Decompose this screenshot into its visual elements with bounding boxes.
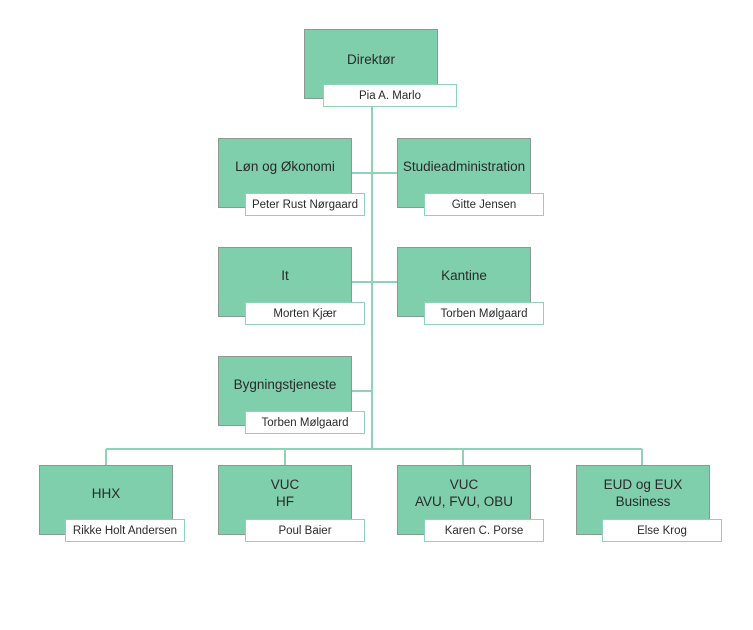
person-eud-eux: Else Krog [602,519,722,542]
unit-title: VUC HF [270,477,300,509]
unit-title: EUD og EUX Business [603,477,683,509]
person-vuc-hf: Poul Baier [245,519,365,542]
person-it: Morten Kjær [245,302,365,325]
unit-title: HHX [91,485,121,501]
unit-title: Bygningstjeneste [233,376,337,392]
unit-title: Direktør [347,51,395,67]
person-bygningstjeneste: Torben Mølgaard [245,411,365,434]
person-vuc-avu: Karen C. Porse [424,519,544,542]
unit-title: Studieadministration [402,158,526,174]
person-direktoer: Pia A. Marlo [323,84,457,107]
unit-title: Løn og Økonomi [235,158,335,174]
person-studieadministration: Gitte Jensen [424,193,544,216]
unit-title: VUC AVU, FVU, OBU [414,477,513,509]
unit-title: Kantine [441,267,487,283]
unit-title: It [281,267,289,283]
person-loen-og-oekonomi: Peter Rust Nørgaard [245,193,365,216]
person-kantine: Torben Mølgaard [424,302,544,325]
person-hhx: Rikke Holt Andersen [65,519,185,542]
